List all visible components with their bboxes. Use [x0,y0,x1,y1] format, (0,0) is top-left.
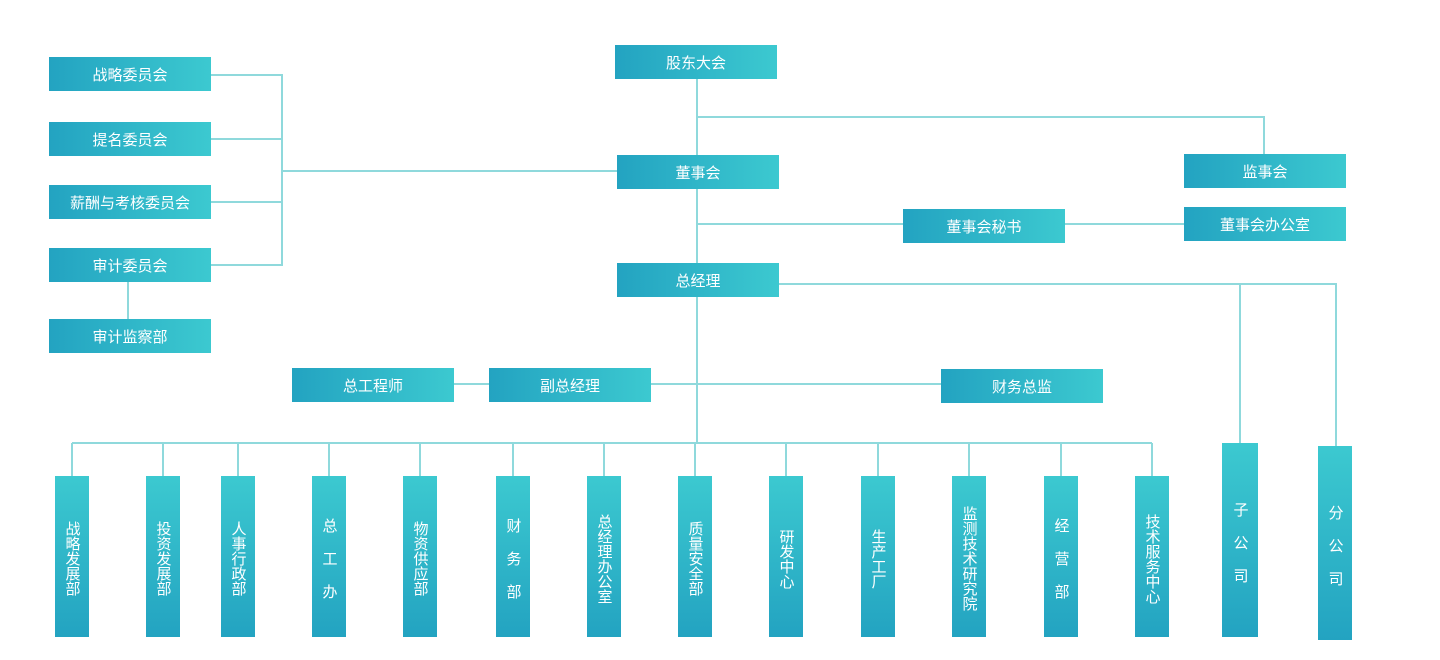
audit-committee-box[interactable]: 审计委员会 [49,248,211,282]
connector-line [697,116,1265,154]
subsidiary-box[interactable]: 子 公 司 [1222,443,1258,637]
board-of-directors-box[interactable]: 董事会 [617,155,779,189]
dept-label: 生产工厂 [869,528,888,589]
cfo-box[interactable]: 财务总监 [941,369,1103,403]
audit-supervision-dept-box[interactable]: 审计监察部 [49,319,211,353]
nomination-committee-box[interactable]: 提名委员会 [49,122,211,156]
connector-line [71,443,1153,476]
dept-box[interactable]: 总经理办公室 [587,476,621,637]
dept-label: 投资发展部 [154,521,173,596]
subsidiary-label: 子 公 司 [1231,501,1250,583]
dept-box[interactable]: 战略发展部 [55,476,89,637]
branch-company-label: 分 公 司 [1326,504,1345,586]
dept-label: 总经理办公室 [595,513,614,604]
dept-label: 物资供应部 [411,521,430,596]
compensation-committee-box[interactable]: 薪酬与考核委员会 [49,185,211,219]
dept-box[interactable]: 质量安全部 [678,476,712,637]
dept-label: 经 营 部 [1052,518,1071,599]
board-office-box[interactable]: 董事会办公室 [1184,207,1346,241]
dept-box[interactable]: 投资发展部 [146,476,180,637]
dept-box[interactable]: 生产工厂 [861,476,895,637]
dept-box[interactable]: 经 营 部 [1044,476,1078,637]
dept-label: 质量安全部 [686,521,705,596]
general-manager-box[interactable]: 总经理 [617,263,779,297]
dept-box[interactable]: 总 工 办 [312,476,346,637]
strategy-committee-box[interactable]: 战略委员会 [49,57,211,91]
dept-box[interactable]: 监测技术研究院 [952,476,986,637]
dept-label: 总 工 办 [320,518,339,599]
dept-label: 财 务 部 [504,518,523,599]
deputy-gm-box[interactable]: 副总经理 [489,368,651,402]
dept-box[interactable]: 物资供应部 [403,476,437,637]
dept-box[interactable]: 人事行政部 [221,476,255,637]
dept-label: 技术服务中心 [1143,513,1162,604]
dept-label: 研发中心 [777,528,796,589]
dept-label: 战略发展部 [63,521,82,596]
board-secretary-box[interactable]: 董事会秘书 [903,209,1065,243]
dept-label: 监测技术研究院 [960,506,979,611]
dept-box[interactable]: 研发中心 [769,476,803,637]
supervisory-board-box[interactable]: 监事会 [1184,154,1346,188]
branch-company-box[interactable]: 分 公 司 [1318,446,1352,640]
dept-box[interactable]: 技术服务中心 [1135,476,1169,637]
chief-engineer-box[interactable]: 总工程师 [292,368,454,402]
dept-box[interactable]: 财 务 部 [496,476,530,637]
shareholders-meeting-box[interactable]: 股东大会 [615,45,777,79]
connector-line [779,283,1337,446]
dept-label: 人事行政部 [229,521,248,596]
connector-line [211,74,283,266]
